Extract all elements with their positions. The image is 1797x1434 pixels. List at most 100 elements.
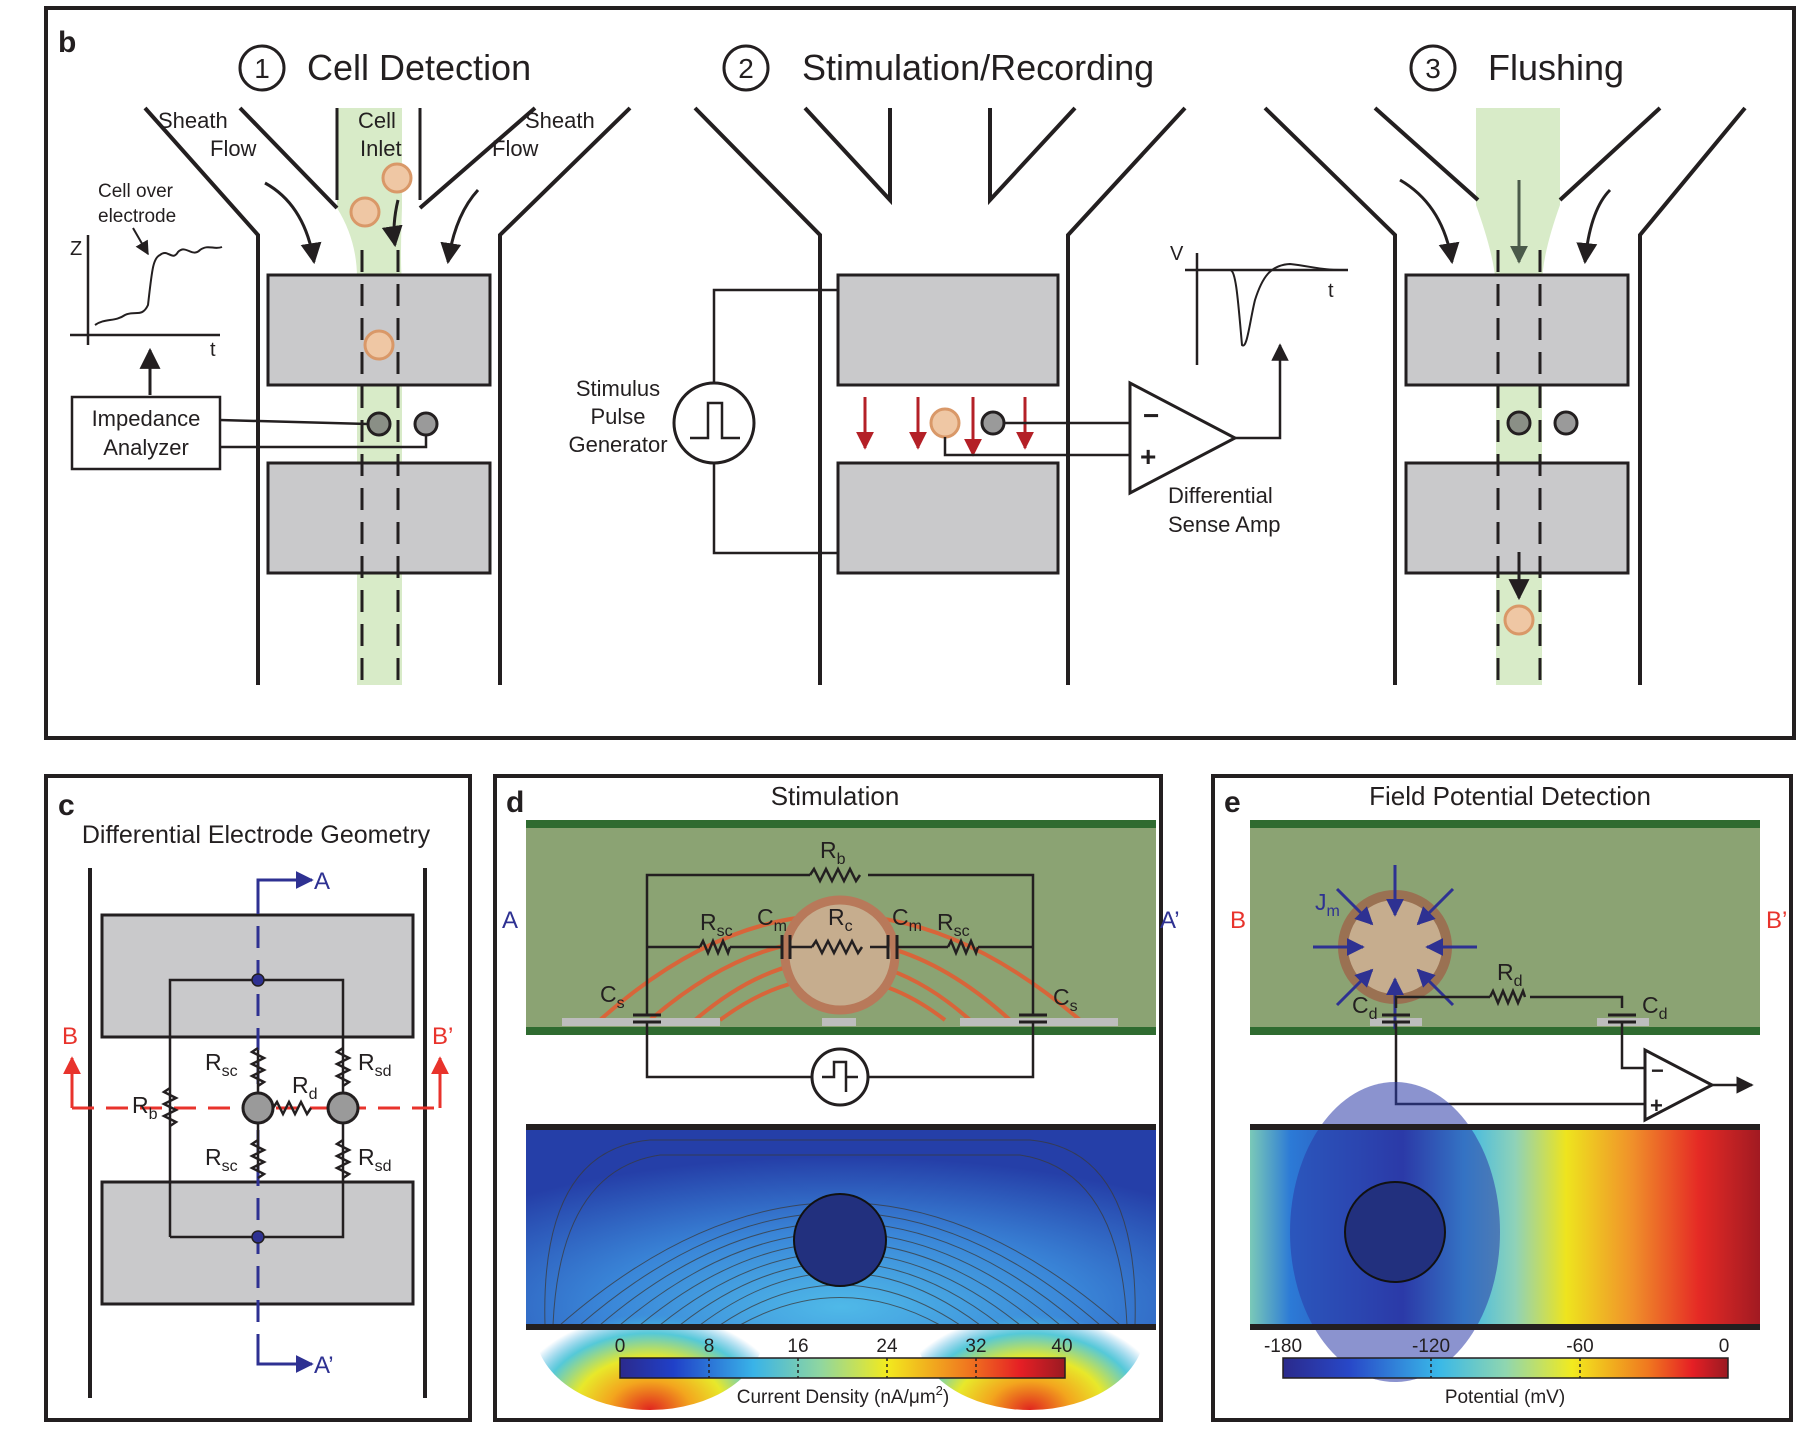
- generator-line1: Stimulus: [576, 376, 660, 401]
- step2-lower-block: [836, 461, 1060, 575]
- diff-amp-triangle: [1128, 380, 1239, 496]
- d-biphasic-waveform: [822, 1060, 858, 1092]
- d-biphasic-source: [810, 1047, 870, 1107]
- flush-arrow-right: [1576, 188, 1612, 265]
- c-rsd-bottom-label: Rsd: [358, 1144, 392, 1175]
- generator-line3: Generator: [568, 432, 667, 457]
- d-cm-right-cap: [886, 935, 899, 959]
- e-tick-neg120: -120: [1412, 1336, 1450, 1357]
- d-tick-8: 8: [704, 1336, 715, 1357]
- panel-b-frame: [44, 6, 1796, 740]
- step3-title: Flushing: [1488, 47, 1624, 88]
- step1-number: 1: [254, 53, 270, 84]
- c-rsc-top-resistor: [249, 1046, 267, 1088]
- step2-title: Stimulation/Recording: [802, 47, 1154, 88]
- d-cell: [780, 895, 900, 1015]
- generator-line2: Pulse: [590, 404, 645, 429]
- panel-d-letter: d: [506, 786, 524, 819]
- voltage-t-label: t: [1328, 280, 1334, 302]
- d-cm-right-label: Cm: [892, 904, 922, 935]
- d-label-A-prime: A’: [1160, 907, 1180, 934]
- d-cm-left-cap: [780, 935, 792, 959]
- voltage-v-label: V: [1170, 243, 1184, 265]
- sheath-left-line1: Sheath: [158, 108, 228, 133]
- c-rb-resistor: [161, 1086, 179, 1128]
- c-rsc-top-label: Rsc: [205, 1049, 238, 1080]
- step3-flushing: 3 Flushing: [1263, 44, 1747, 685]
- panel-e: e Field Potential Detection B B’ Jm Rd C…: [1211, 774, 1793, 1422]
- cell-over-pointer: [132, 227, 149, 256]
- d-tick-16: 16: [787, 1336, 808, 1357]
- d-rsc-left-resistor: [698, 937, 732, 957]
- step1-cell-detection: 1 Cell Detection Sheath Flow Cell Inlet …: [70, 44, 632, 685]
- amp-plus: +: [1140, 441, 1156, 472]
- d-rc-label: Rc: [828, 904, 853, 935]
- impedance-analyzer-box: [70, 395, 222, 471]
- recording-electrode: [366, 411, 392, 437]
- c-rd-label: Rd: [292, 1072, 318, 1103]
- impedance-trace: [94, 246, 223, 326]
- e-rd-resistor: [1488, 987, 1527, 1007]
- step3-wall-right: [1638, 106, 1747, 685]
- e-amp-triangle: [1643, 1047, 1716, 1123]
- e-colorbar: [1282, 1357, 1729, 1379]
- e-label-B-prime: B’: [1766, 907, 1787, 934]
- e-amp-minus: −: [1651, 1058, 1664, 1083]
- c-rd-resistor: [271, 1099, 313, 1117]
- e-colorbar-label: Potential (mV): [1445, 1387, 1565, 1408]
- step2-inlet-left: [803, 106, 892, 206]
- d-rsc-right-resistor: [946, 937, 980, 957]
- e-bottom-wall: [1250, 1027, 1760, 1035]
- pulse-generator-symbol: [672, 381, 756, 465]
- d-rb-resistor: [808, 866, 862, 884]
- step2-upper-block: [836, 273, 1060, 387]
- cell-over-line1: Cell over: [98, 181, 174, 202]
- panel-b-letter: b: [58, 26, 76, 59]
- c-rb-label: Rb: [132, 1092, 158, 1123]
- e-tick-neg60: -60: [1566, 1336, 1593, 1357]
- sheath-wall-right-inner: [418, 106, 537, 210]
- sheath-arrow-left: [264, 181, 322, 265]
- e-domain: [1250, 820, 1760, 1035]
- d-cs-right-label: Cs: [1053, 984, 1078, 1015]
- flush-electrode: [1506, 410, 1532, 436]
- cell-2: [349, 196, 381, 228]
- d-source-wires: [645, 1022, 1035, 1079]
- step3-sheath-right: [1558, 106, 1662, 202]
- analyzer-line2: Analyzer: [103, 435, 189, 460]
- d-label-A: A: [502, 907, 518, 934]
- sheath-right-line2: Flow: [492, 136, 539, 161]
- amp-label-line1: Differential: [1168, 483, 1273, 508]
- e-top-wall: [1250, 820, 1760, 828]
- voltage-trace: [1200, 262, 1341, 347]
- d-colorbar-label: Current Density (nA/μm2): [737, 1383, 949, 1408]
- panel-c-letter: c: [58, 789, 75, 822]
- stim-cell: [929, 407, 961, 439]
- c-label-B-prime: B’: [432, 1023, 453, 1050]
- amp-input-wires: [943, 421, 1130, 457]
- generator-wires: [712, 288, 838, 555]
- inlet-arrow: [381, 199, 403, 248]
- step1-lower-block: [266, 461, 492, 575]
- cell-inlet-line1: Cell: [358, 108, 396, 133]
- c-rsd-top-label: Rsd: [358, 1049, 392, 1080]
- inlet-stream: [337, 108, 402, 685]
- step1-number-circle: [238, 44, 286, 92]
- d-cs-left-label: Cs: [600, 981, 625, 1012]
- c-electrode-right: [326, 1091, 360, 1125]
- reference-electrode: [413, 411, 439, 437]
- flush-arrow-left: [1399, 178, 1460, 265]
- d-rb-branch: [645, 873, 1035, 1015]
- panel-d: d Stimulation A A’ Rb Rsc Cm Rc Cm Rsc: [493, 774, 1180, 1422]
- c-rsd-bottom-resistor: [334, 1138, 352, 1180]
- c-node-bottom: [251, 1230, 265, 1244]
- step3-number: 3: [1425, 53, 1441, 84]
- panel-d-frame: [493, 774, 1163, 1422]
- step1-title: Cell Detection: [307, 47, 531, 88]
- cell-1: [381, 162, 413, 194]
- channel-wall-right: [498, 106, 632, 685]
- cell-inlet-line2: Inlet: [360, 136, 402, 161]
- c-node-top: [251, 973, 265, 987]
- step2-number: 2: [738, 53, 754, 84]
